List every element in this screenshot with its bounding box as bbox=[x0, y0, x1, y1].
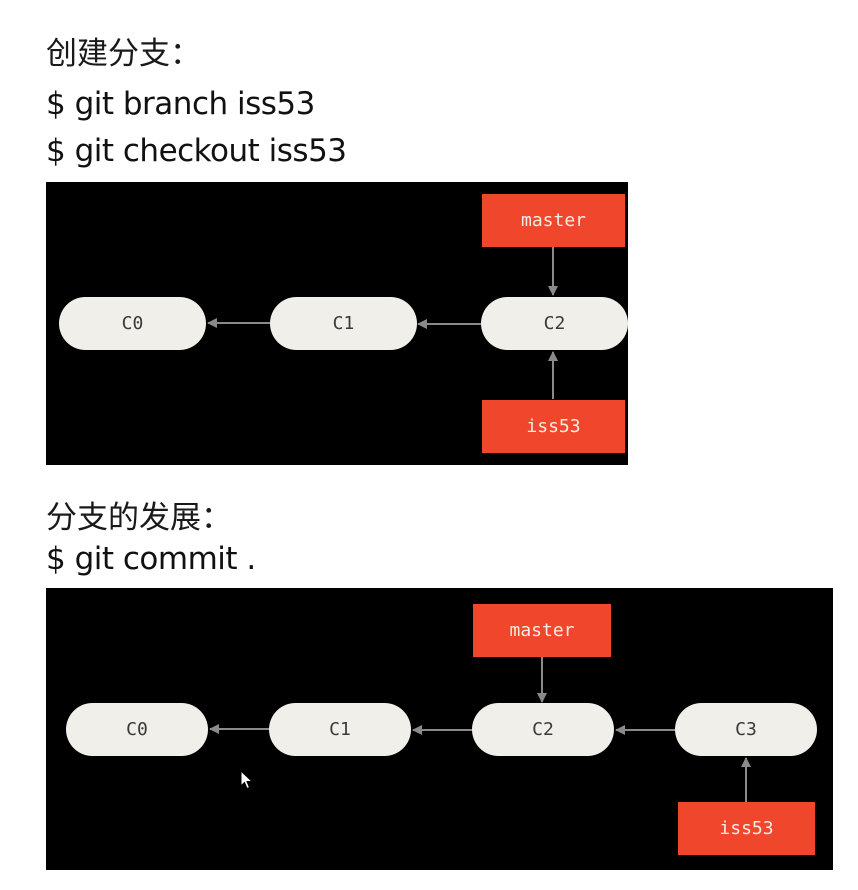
commit-c2: C2 bbox=[472, 703, 614, 756]
branch-create-diagram: C0 C1 C2 master iss53 bbox=[46, 182, 628, 465]
ref-master: master bbox=[482, 194, 625, 247]
commit-c0: C0 bbox=[59, 297, 206, 350]
commit-c1: C1 bbox=[270, 297, 417, 350]
commit-c3: C3 bbox=[675, 703, 817, 756]
branch-develop-diagram: C0 C1 C2 C3 master iss53 bbox=[46, 588, 833, 870]
diagram2-arrows bbox=[209, 657, 751, 802]
diagram1-arrows bbox=[207, 247, 558, 399]
commit-c1: C1 bbox=[269, 703, 411, 756]
ref-master: master bbox=[473, 604, 611, 657]
section2-command-commit: $ git commit . bbox=[46, 541, 256, 577]
commit-c2: C2 bbox=[481, 297, 628, 350]
section2-heading: 分支的发展： bbox=[46, 500, 232, 535]
section1-command-checkout: $ git checkout iss53 bbox=[46, 133, 347, 169]
mouse-cursor-icon bbox=[240, 770, 254, 790]
ref-iss53: iss53 bbox=[482, 400, 625, 453]
ref-iss53: iss53 bbox=[678, 802, 815, 855]
commit-c0: C0 bbox=[66, 703, 208, 756]
section1-command-branch: $ git branch iss53 bbox=[46, 86, 315, 122]
section1-heading: 创建分支： bbox=[46, 36, 201, 71]
